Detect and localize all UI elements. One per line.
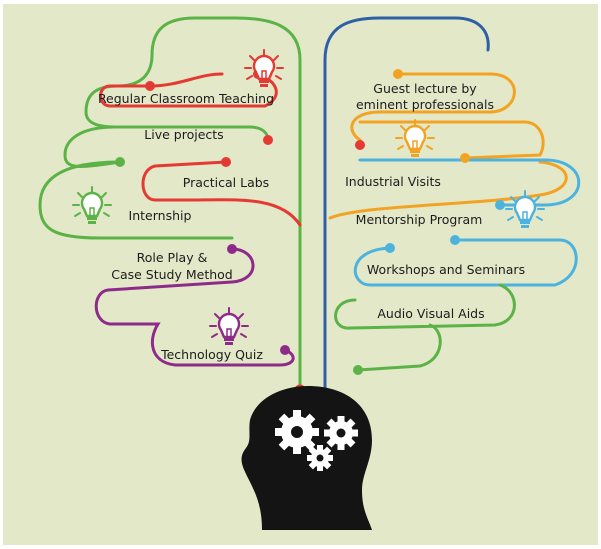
- bulb-icon-red: [243, 48, 285, 89]
- label-live-projects: Live projects: [144, 127, 223, 142]
- gears-icon: [275, 410, 358, 471]
- bulb-icon-green: [71, 185, 113, 226]
- bulb-icon-orange: [394, 118, 436, 159]
- bulb-icon-lightblue: [504, 189, 546, 230]
- label-workshops-seminars: Workshops and Seminars: [367, 262, 525, 277]
- label-guest-lecture-line2: eminent professionals: [356, 97, 494, 112]
- bulb-icon-purple: [208, 306, 250, 347]
- label-internship: Internship: [129, 208, 192, 223]
- label-role-play-line2: Case Study Method: [111, 267, 233, 282]
- label-technology-quiz: Technology Quiz: [160, 347, 263, 362]
- label-practical-labs: Practical Labs: [183, 175, 269, 190]
- label-regular-classroom: Regular Classroom Teaching: [98, 91, 274, 106]
- label-industrial-visits: Industrial Visits: [345, 174, 441, 189]
- label-audio-visual-aids: Audio Visual Aids: [377, 306, 484, 321]
- label-mentorship-program: Mentorship Program: [356, 212, 483, 227]
- head-silhouette: [241, 386, 372, 530]
- label-role-play-line1: Role Play &: [137, 250, 208, 265]
- label-guest-lecture-line1: Guest lecture by: [373, 81, 477, 96]
